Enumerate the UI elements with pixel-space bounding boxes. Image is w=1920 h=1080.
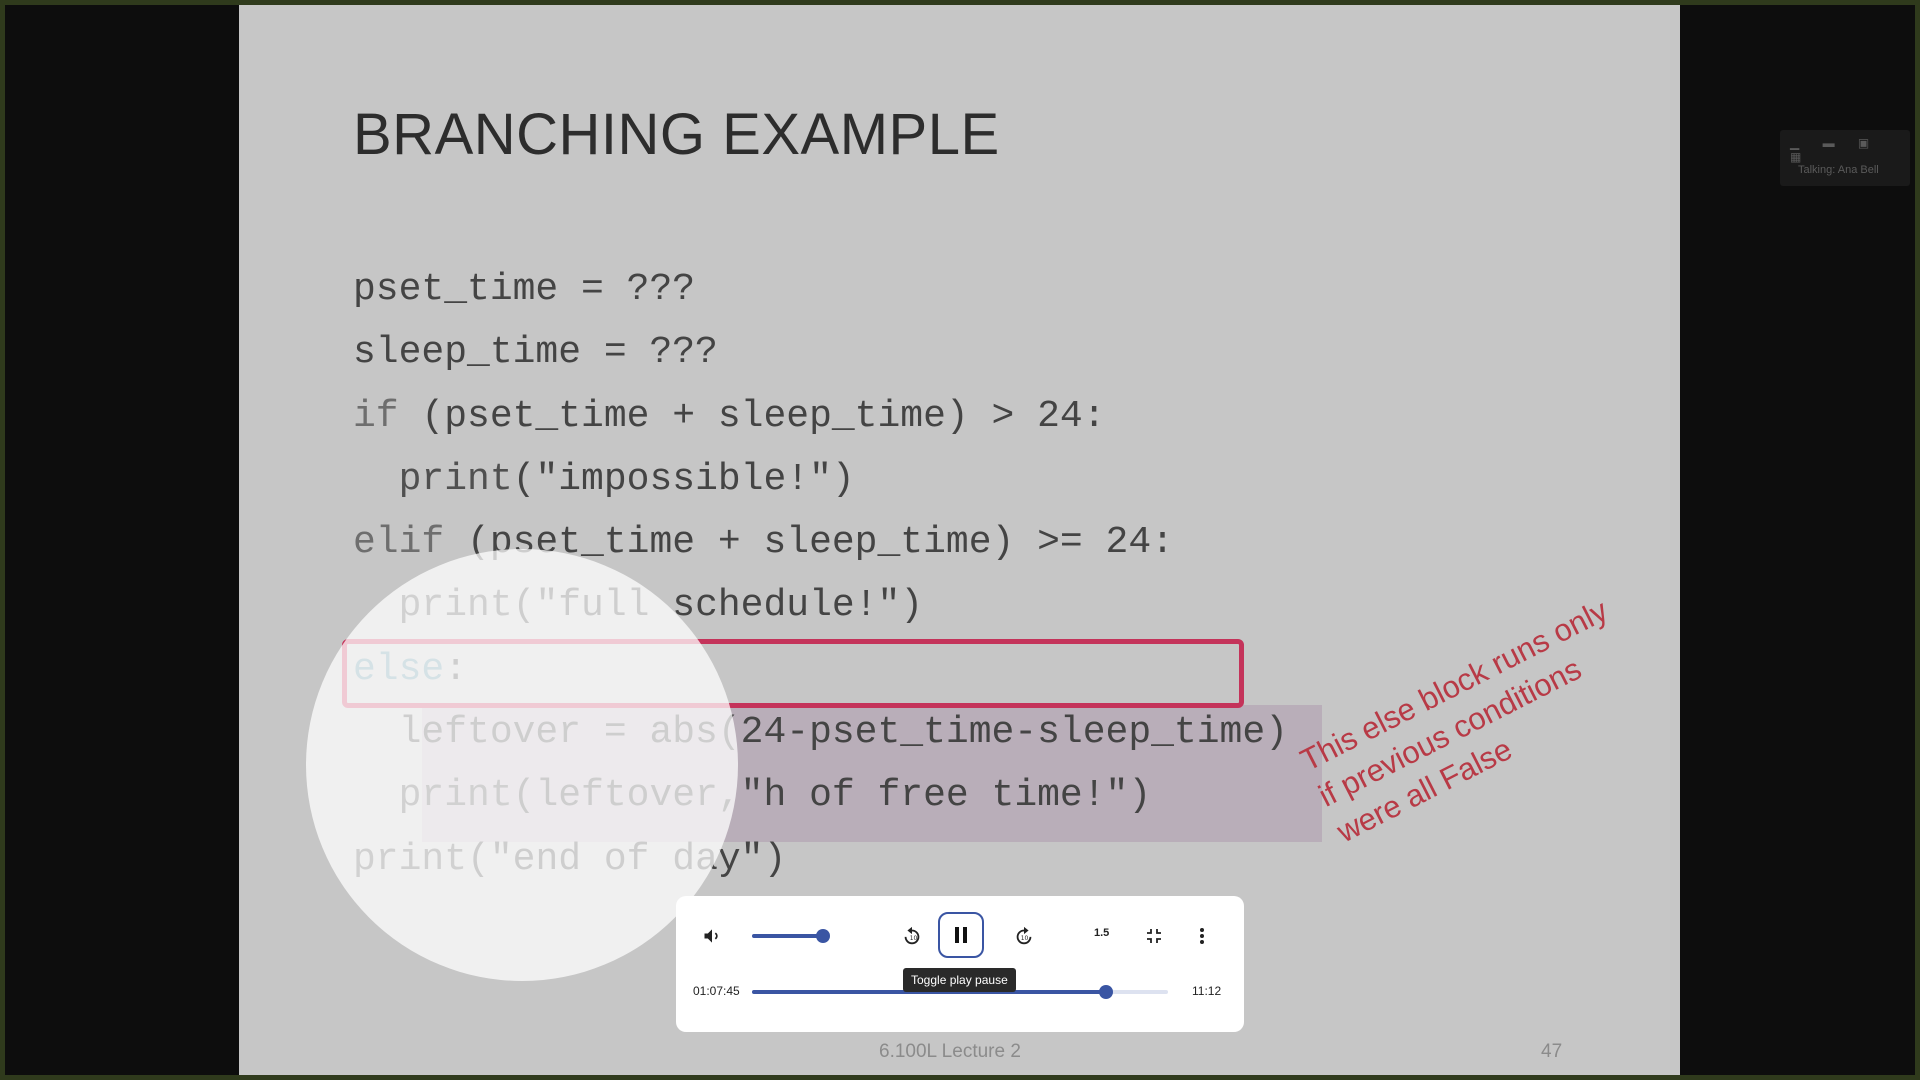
seek-bar[interactable] [752, 985, 1168, 999]
meeting-mini-toolbar[interactable]: ▁ ▬ ▣ ▦ Talking: Ana Bell [1780, 130, 1910, 186]
toolbar-icons: ▁ ▬ ▣ ▦ [1790, 136, 1880, 164]
volume-icon[interactable] [696, 920, 728, 952]
slide-page-number: 47 [1541, 1041, 1563, 1062]
playback-speed-button[interactable]: 1.5 [1094, 927, 1110, 939]
forward-10-icon[interactable]: 10 [1008, 920, 1040, 952]
code-line: print("impossible!") [398, 457, 855, 501]
volume-slider-thumb[interactable] [816, 929, 830, 943]
play-pause-button[interactable] [938, 912, 984, 958]
slide-footer: 6.100L Lecture 2 [879, 1041, 1021, 1062]
code-line: if (pset_time + sleep_time) > 24: [353, 394, 1106, 438]
code-line: sleep_time = ??? [353, 331, 718, 375]
handwritten-annotation: This else block runs only if previous co… [1294, 554, 1680, 852]
current-time: 01:07:45 [693, 984, 740, 998]
svg-text:10: 10 [1021, 935, 1029, 942]
cursor-spotlight [306, 549, 738, 981]
more-options-icon[interactable] [1186, 920, 1218, 952]
slide-title: BRANCHING EXAMPLE [353, 102, 1000, 167]
seek-bar-progress [752, 990, 1106, 994]
play-pause-tooltip: Toggle play pause [903, 968, 1016, 992]
pause-icon [955, 927, 967, 943]
total-time: 11:12 [1192, 984, 1222, 998]
speaker-label: Talking: Ana Bell [1798, 164, 1879, 176]
svg-text:10: 10 [910, 935, 918, 942]
rewind-10-icon[interactable]: 10 [896, 920, 928, 952]
code-line: pset_time = ??? [353, 268, 696, 311]
exit-fullscreen-icon[interactable] [1138, 920, 1170, 952]
volume-slider[interactable] [752, 934, 824, 938]
seek-bar-thumb[interactable] [1098, 985, 1113, 999]
video-player-controls: 10 Toggle play pause 10 1.5 01:07:45 11:… [676, 896, 1244, 1032]
